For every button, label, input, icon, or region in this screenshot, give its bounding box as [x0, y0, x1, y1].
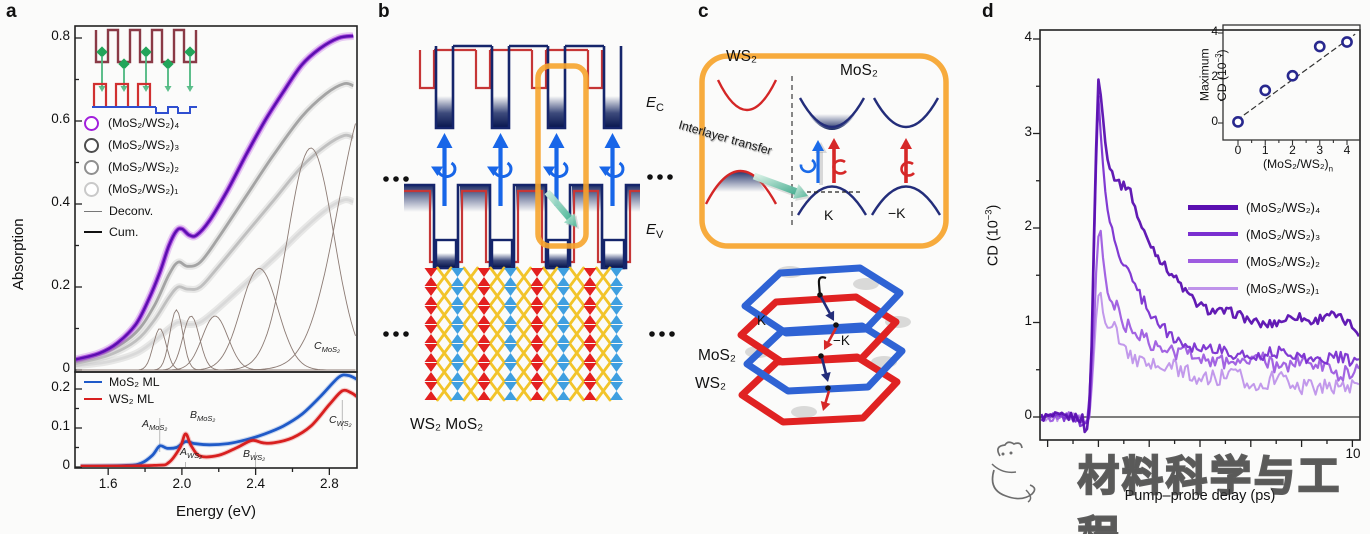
y-tick-label: 0: [62, 457, 70, 472]
inset-x-tick-label: 3: [1316, 143, 1324, 157]
y-tick-label: 0.6: [51, 111, 70, 126]
watermark-text: 材料科学与工程: [1077, 452, 1342, 534]
inset-x-tick-label: 1: [1261, 143, 1269, 157]
inset-x-tick-label: 0: [1234, 143, 1242, 157]
y-tick-label: 2: [1024, 218, 1032, 233]
inset-x-axis-title: (MoS₂/WS₂)n: [1262, 157, 1334, 174]
x-tick-label: 1.6: [98, 476, 118, 491]
circle-marker-icon: [84, 159, 99, 175]
peak-label-c-ws2: CWS₂: [329, 414, 352, 429]
circle-marker-icon: [84, 137, 99, 153]
y-tick-label: 3: [1024, 123, 1032, 139]
panel-d-y-axis-title: CD (10−3): [982, 204, 1002, 267]
thick-line-swatch: [84, 231, 102, 233]
legend-item: (MoS₂/WS₂)₂: [1188, 252, 1320, 270]
inset-y-tick-label: 4: [1211, 24, 1218, 38]
y-tick-label: 4: [1024, 29, 1032, 44]
y-tick-label: 0.4: [51, 194, 70, 209]
watermark-logo: [991, 441, 1036, 503]
ml-legend-item-ws2: WS₂ ML: [84, 391, 154, 407]
line-swatch: [1188, 232, 1238, 236]
panel-d-label: d: [982, 1, 994, 22]
peak-label-b-ws2: BWS₂: [243, 448, 265, 463]
legend-item: (MoS₂/WS₂)₃: [84, 134, 179, 156]
blue-line-swatch: [84, 381, 102, 383]
legend-item: (MoS₂/WS₂)₄: [84, 112, 179, 134]
panel-b-schematic: [383, 44, 675, 402]
superlattice-inset-diagram: [92, 28, 198, 114]
hex-k-label: K: [757, 313, 767, 328]
y-tick-label: 0: [1024, 407, 1032, 422]
legend-item: (MoS₂/WS₂)₄: [1188, 198, 1320, 216]
panel-b-label: b: [378, 1, 390, 22]
legend-item: (MoS₂/WS₂)₃: [1188, 225, 1320, 243]
panel-a-x-axis-title: Energy (eV): [175, 503, 257, 520]
panel-d-x-axis-title: Pump–probe delay (ps): [1124, 488, 1276, 504]
minus-k-valley-label: −K: [888, 205, 906, 221]
panel-d-plot: [1033, 24, 1361, 447]
inset-x-tick-label: 2: [1289, 143, 1296, 157]
line-swatch: [1188, 286, 1238, 290]
lattice-label: WS₂ MoS₂: [410, 416, 484, 433]
peak-label-b-mos2: BMoS₂: [190, 409, 216, 424]
hex-minus-k-label: −K: [833, 333, 850, 348]
inset-y-tick-label: 2: [1211, 69, 1218, 83]
line-swatch: [1188, 259, 1238, 263]
ml-legend-item-mos2: MoS₂ ML: [84, 374, 160, 390]
peak-label-a-ws2: AWS₂: [180, 446, 202, 461]
y-tick-label: 0.2: [51, 379, 70, 394]
mos2-label: MoS₂: [840, 62, 878, 79]
superlattice-atomic-structure: [424, 266, 623, 402]
panel-a-label: a: [6, 1, 17, 22]
legend-item: (MoS₂/WS₂)₁: [1188, 279, 1319, 297]
x-tick-label: 2.8: [319, 476, 339, 491]
legend-item-deconv: Deconv.: [84, 200, 153, 222]
peak-label-a-mos2: AMoS₂: [142, 418, 168, 433]
y-tick-label: 0: [62, 360, 70, 375]
x-tick-label: 2.4: [246, 476, 265, 491]
conduction-band-label: EC: [646, 94, 664, 114]
peak-label-c-mos2: CMoS₂: [314, 340, 340, 355]
panel-c-label: c: [698, 1, 709, 22]
x-tick-label-10: 10: [1345, 446, 1361, 461]
panel-c-schematic: [699, 53, 949, 426]
ws2-label: WS₂: [726, 48, 757, 65]
x-tick-label: 2.0: [172, 476, 192, 491]
y-tick-label: 0.1: [51, 418, 70, 433]
line-swatch: [1188, 204, 1238, 210]
thin-line-swatch: [84, 210, 102, 212]
panel-a-y-axis-title: Absorption: [9, 218, 27, 291]
inset-x-tick-label: 4: [1343, 143, 1351, 157]
circle-marker-icon: [84, 181, 99, 197]
circle-marker-icon: [84, 115, 99, 131]
y-tick-label: 0.2: [51, 277, 70, 292]
inset-y-tick-label: 0: [1211, 114, 1218, 128]
panel-a-plot: [74, 25, 358, 475]
hex-ws2-label: WS₂: [695, 375, 726, 392]
legend-item-cum: Cum.: [84, 221, 138, 243]
k-valley-label: K: [824, 207, 834, 223]
legend-item: (MoS₂/WS₂)₁: [84, 178, 178, 200]
hex-mos2-label: MoS₂: [698, 347, 736, 364]
red-line-swatch: [84, 398, 102, 400]
y-tick-label: 0.8: [51, 28, 70, 43]
valence-band-label: EV: [646, 221, 664, 241]
legend-item: (MoS₂/WS₂)₂: [84, 156, 179, 178]
y-tick-label: 1: [1024, 312, 1032, 328]
